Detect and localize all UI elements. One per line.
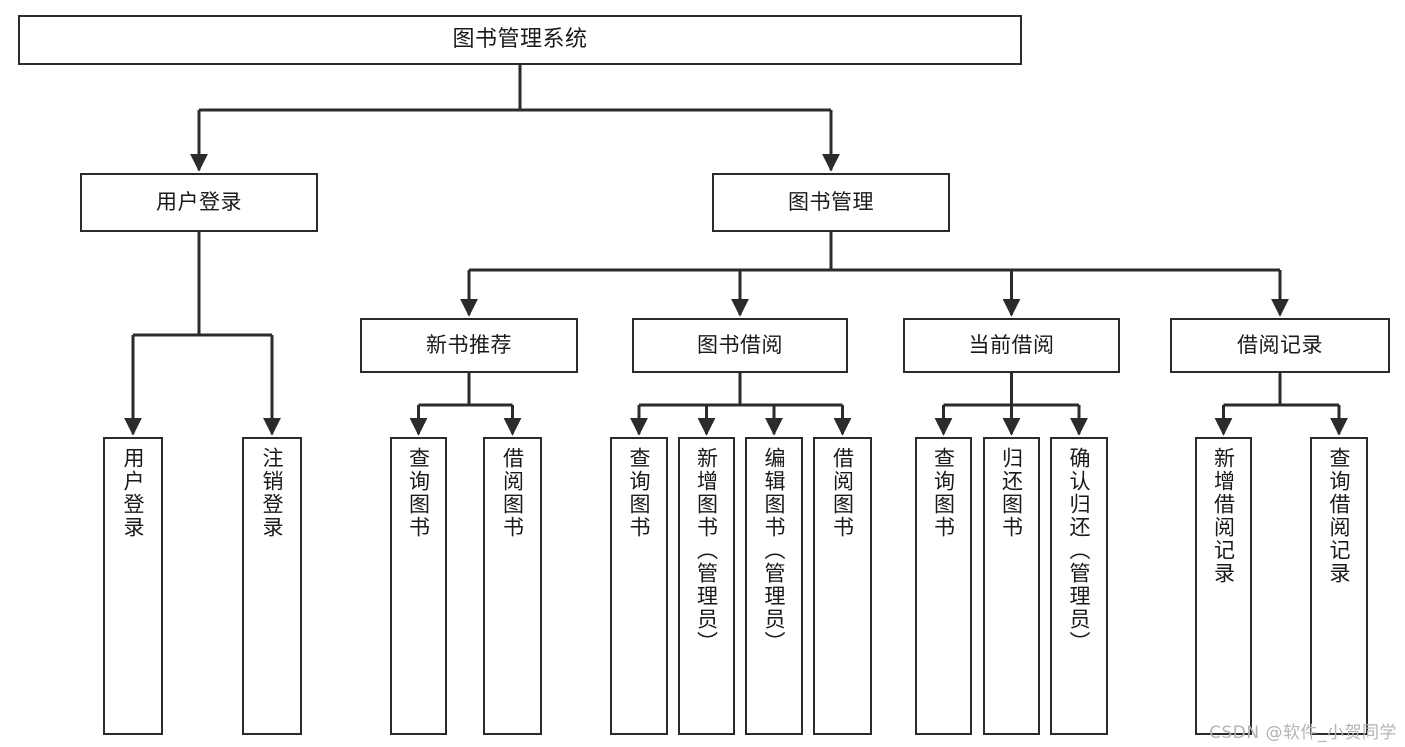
node-label: 归还图书	[999, 447, 1024, 539]
node-leaf-borrow-book-1[interactable]: 借阅图书	[483, 437, 542, 735]
node-label: 查询图书	[931, 447, 956, 539]
node-label: 图书管理	[788, 189, 874, 214]
node-label: 新增图书（管理员）	[694, 447, 719, 654]
node-leaf-return-book[interactable]: 归还图书	[983, 437, 1040, 735]
node-label: 注销登录	[260, 447, 285, 539]
node-leaf-logout[interactable]: 注销登录	[242, 437, 302, 735]
node-label: 图书借阅	[697, 332, 783, 357]
node-label: 借阅图书	[830, 447, 855, 539]
node-current-borrow[interactable]: 当前借阅	[903, 318, 1120, 373]
node-leaf-query-book-3[interactable]: 查询图书	[915, 437, 972, 735]
node-label: 用户登录	[156, 189, 242, 214]
node-label: 借阅图书	[500, 447, 525, 539]
node-new-book-rec[interactable]: 新书推荐	[360, 318, 578, 373]
node-leaf-query-book-1[interactable]: 查询图书	[390, 437, 447, 735]
node-label: 借阅记录	[1237, 332, 1323, 357]
node-leaf-add-record[interactable]: 新增借阅记录	[1195, 437, 1252, 735]
node-leaf-edit-book[interactable]: 编辑图书（管理员）	[745, 437, 803, 735]
node-book-borrow[interactable]: 图书借阅	[632, 318, 848, 373]
node-label: 图书管理系统	[452, 26, 588, 52]
node-label: 查询图书	[627, 447, 652, 539]
node-label: 查询借阅记录	[1327, 447, 1352, 585]
node-label: 确认归还（管理员）	[1067, 447, 1092, 654]
node-leaf-user-login[interactable]: 用户登录	[103, 437, 163, 735]
node-label: 查询图书	[406, 447, 431, 539]
node-user-login[interactable]: 用户登录	[80, 173, 318, 232]
node-leaf-query-book-2[interactable]: 查询图书	[610, 437, 668, 735]
node-leaf-query-record[interactable]: 查询借阅记录	[1310, 437, 1368, 735]
node-borrow-record[interactable]: 借阅记录	[1170, 318, 1390, 373]
node-label: 当前借阅	[968, 332, 1055, 357]
node-label: 新增借阅记录	[1211, 447, 1236, 585]
watermark: CSDN @软件_小贺同学	[1209, 723, 1397, 743]
node-root[interactable]: 图书管理系统	[18, 15, 1022, 65]
node-label: 编辑图书（管理员）	[762, 447, 787, 654]
node-leaf-add-book[interactable]: 新增图书（管理员）	[678, 437, 735, 735]
node-book-manage[interactable]: 图书管理	[712, 173, 950, 232]
node-label: 用户登录	[121, 447, 146, 539]
node-leaf-borrow-book-2[interactable]: 借阅图书	[813, 437, 872, 735]
node-label: 新书推荐	[426, 332, 512, 357]
node-leaf-confirm-return[interactable]: 确认归还（管理员）	[1050, 437, 1108, 735]
